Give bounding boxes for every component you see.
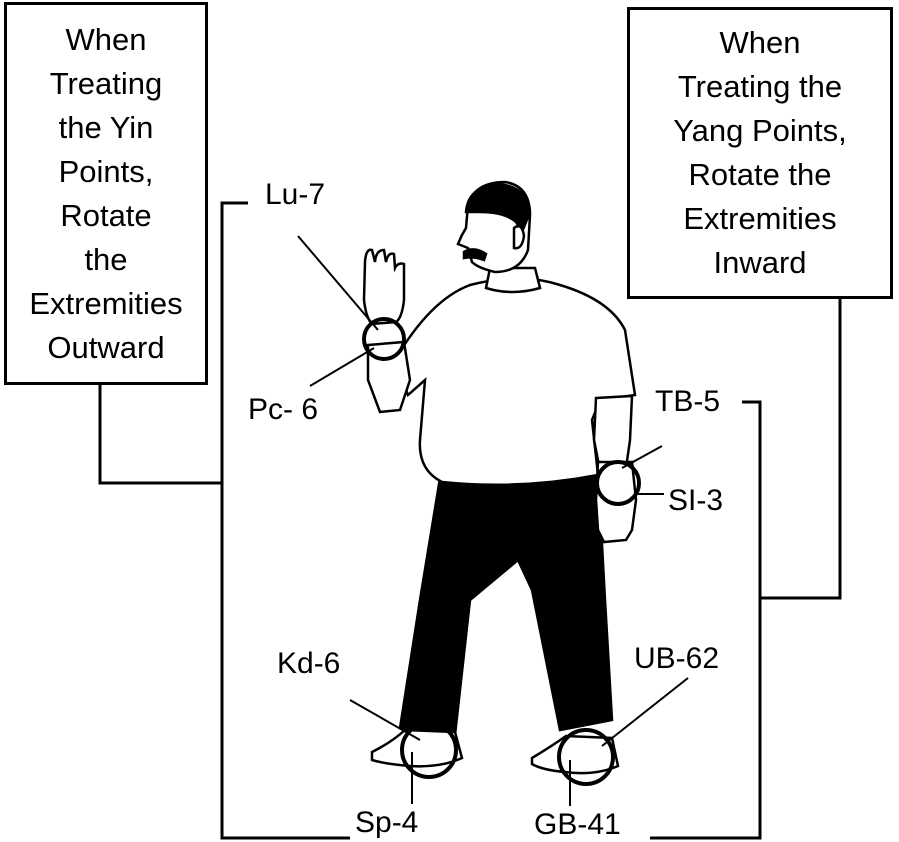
label-sp4: Sp-4 (355, 806, 419, 839)
leader-tb5 (621, 445, 663, 469)
ear (512, 225, 526, 250)
yin-bracket (220, 201, 350, 840)
label-si3: SI-3 (668, 484, 724, 517)
circle-ub62-gb41 (557, 728, 615, 786)
label-lu7: Lu-7 (265, 178, 326, 211)
leader-lines (297, 235, 689, 806)
leader-ub62 (601, 677, 689, 747)
connector-lines (98, 201, 842, 840)
human-figure (362, 180, 638, 775)
circle-kd6-sp4 (400, 721, 458, 779)
trousers (398, 468, 614, 737)
yang-connector (760, 299, 842, 600)
right-foot (530, 734, 620, 775)
left-foot (370, 728, 464, 768)
raised-hand (362, 248, 406, 326)
yin-instruction-text: When Treating the Yin Points, Rotate the… (29, 21, 183, 365)
label-gb41: GB-41 (534, 808, 621, 841)
collar (484, 266, 542, 294)
label-pc6: Pc- 6 (248, 393, 319, 426)
circle-tb5-si3 (595, 460, 641, 506)
yin-instruction-box: When Treating the Yin Points, Rotate the… (4, 2, 208, 385)
moustache (462, 248, 488, 262)
label-tb5: TB-5 (655, 385, 721, 418)
yin-connector (98, 385, 222, 485)
leader-pc6 (309, 347, 375, 387)
label-kd6: Kd-6 (277, 647, 341, 680)
leader-lu7 (297, 235, 379, 331)
raised-forearm (366, 340, 412, 414)
circle-lu7-pc6 (362, 317, 406, 361)
label-ub62: UB-62 (634, 642, 720, 675)
point-circles (362, 317, 641, 786)
leader-kd6 (349, 699, 421, 741)
yang-bracket (650, 400, 762, 840)
lowered-arm (592, 394, 634, 472)
hair (464, 182, 532, 235)
yang-instruction-box: When Treating the Yang Points, Rotate th… (627, 7, 893, 299)
yang-instruction-text: When Treating the Yang Points, Rotate th… (673, 25, 847, 280)
